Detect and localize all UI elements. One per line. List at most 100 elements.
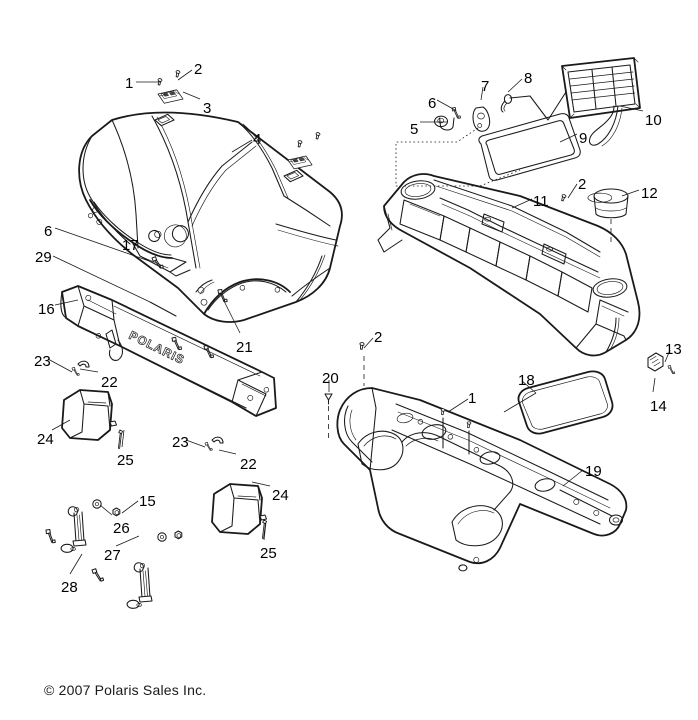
leader-line-18 [521, 380, 537, 394]
grille-10 [561, 57, 641, 147]
callout-number-9: 9 [579, 130, 588, 147]
headlamp-left-24 [61, 389, 118, 441]
leader-line-9 [559, 133, 578, 143]
leader-line-3 [182, 91, 201, 100]
skid-plate-19 [336, 387, 628, 572]
strut-27a [60, 506, 87, 553]
latch-plate-3 [156, 86, 185, 107]
leader-line-2 [177, 69, 193, 81]
fastener-1-skid-b [466, 421, 472, 429]
leader-line-24 [51, 419, 71, 431]
washer-26b [157, 532, 167, 542]
grommet-5 [434, 115, 455, 131]
bolt-28b [88, 567, 107, 583]
callout-number-25: 25 [117, 452, 134, 469]
callout-number-24: 24 [37, 431, 54, 448]
leader-line-22 [218, 449, 237, 455]
callout-number-16: 16 [38, 301, 55, 318]
callout-number-2: 2 [374, 329, 383, 346]
leader-line-22 [79, 368, 99, 373]
callout-number-10: 10 [645, 112, 662, 129]
clip-22a [77, 360, 90, 368]
leader-line-13 [664, 349, 671, 363]
callout-leader-lines [47, 69, 671, 575]
leader-line-24 [251, 481, 271, 487]
leader-line-7 [480, 86, 484, 101]
callout-number-11: 11 [533, 193, 549, 210]
callout-number-24: 24 [272, 487, 289, 504]
callout-number-26: 26 [113, 520, 130, 537]
bushing-14 [647, 352, 664, 372]
leader-line-6 [436, 99, 456, 111]
callout-number-1: 1 [125, 75, 134, 92]
callout-number-4: 4 [253, 131, 262, 148]
headlamp-right-24 [211, 483, 268, 535]
callout-number-6: 6 [44, 223, 53, 240]
leader-line-19 [562, 469, 584, 487]
screw-21a [214, 287, 232, 304]
screw-25a [110, 428, 130, 450]
callout-number-15: 15 [139, 493, 156, 510]
callout-number-23: 23 [34, 353, 51, 370]
washer-26a [92, 499, 102, 509]
callout-number-27: 27 [104, 547, 121, 564]
callout-number-20: 20 [322, 370, 339, 387]
leader-line-26 [99, 504, 113, 516]
callout-number-18: 18 [518, 372, 535, 389]
screw-23a [69, 366, 82, 377]
leader-line-10 [619, 105, 644, 112]
callout-number-25: 25 [260, 545, 277, 562]
fastener-2-right [314, 131, 321, 140]
nut-15a [112, 507, 121, 517]
leader-line-2 [567, 183, 578, 199]
leader-line-11 [511, 198, 533, 209]
callout-number-2: 2 [578, 176, 587, 193]
callout-number-22: 22 [101, 374, 118, 391]
grille-seal-9 [478, 113, 581, 181]
hardware-cluster [41, 499, 183, 609]
callout-number-19: 19 [585, 463, 602, 480]
fastener-2-skid [358, 341, 365, 350]
leader-line-15 [121, 500, 139, 514]
leader-line-8 [507, 78, 523, 93]
leader-line-27 [115, 535, 140, 547]
clip-22b [211, 436, 224, 444]
callout-number-5: 5 [410, 121, 419, 138]
callout-number-8: 8 [524, 70, 533, 87]
screw-13 [665, 364, 678, 375]
leader-line-28 [69, 553, 83, 575]
hood-assembly-group [78, 111, 343, 323]
plug-12 [587, 188, 629, 219]
leader-line-21 [220, 294, 241, 334]
front-fender-11 [377, 173, 641, 357]
callout-number-2: 2 [194, 61, 203, 78]
fastener-1-right [296, 139, 303, 148]
callout-number-7: 7 [481, 78, 490, 95]
fastener-8 [500, 94, 513, 113]
callout-number-6: 6 [428, 95, 437, 112]
leader-line-1 [447, 398, 469, 413]
nut-15b [174, 530, 183, 540]
callout-number-12: 12 [641, 185, 658, 202]
leader-line-29 [52, 255, 151, 303]
callout-number-1: 1 [468, 390, 477, 407]
copyright-notice: © 2007 Polaris Sales Inc. [44, 682, 207, 698]
strut-27b [126, 562, 153, 609]
rivet-20 [324, 393, 333, 405]
bolt-28a [41, 527, 61, 545]
bracket-7 [472, 106, 491, 132]
callout-number-13: 13 [665, 341, 682, 358]
leader-line-12 [621, 189, 640, 197]
callout-number-21: 21 [236, 339, 253, 356]
screw-23b [202, 441, 215, 452]
callout-number-28: 28 [61, 579, 78, 596]
callout-number-3: 3 [203, 100, 212, 117]
pad-18 [517, 370, 614, 435]
callout-number-22: 22 [240, 456, 257, 473]
fastener-2-top [174, 69, 181, 78]
fastener-1-skid-a [440, 408, 446, 416]
callout-number-17: 17 [122, 237, 139, 254]
leader-line-25 [121, 429, 125, 448]
callout-number-23: 23 [172, 434, 189, 451]
